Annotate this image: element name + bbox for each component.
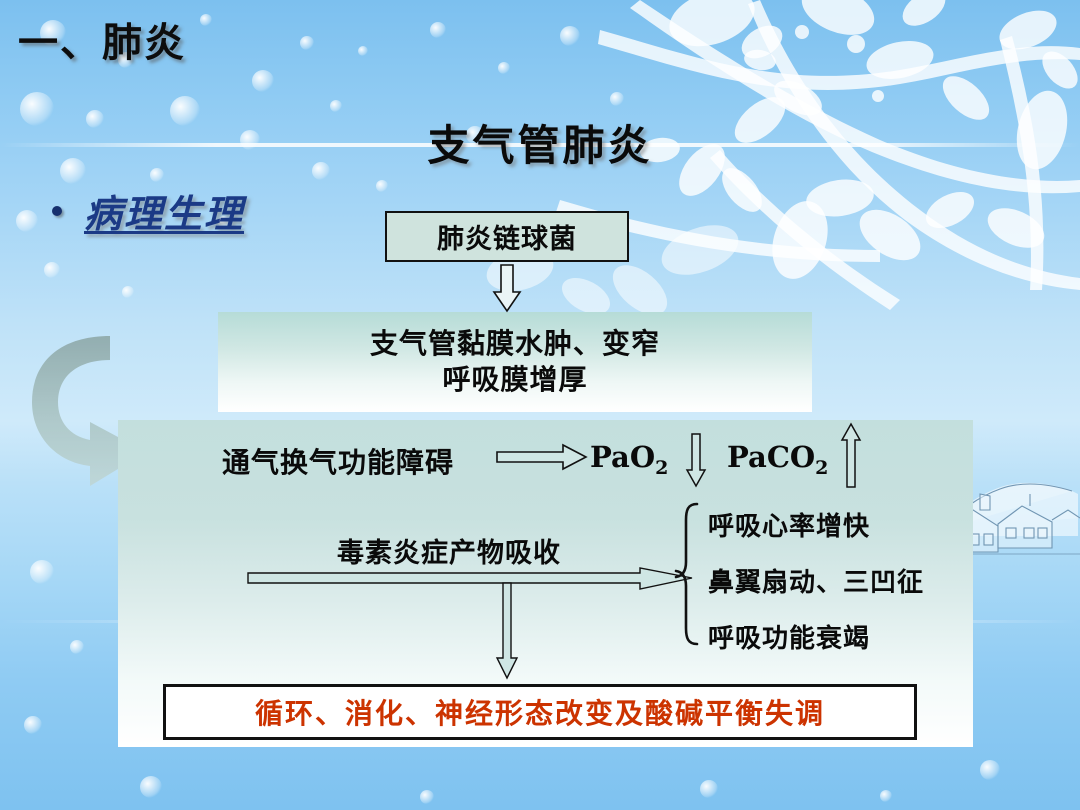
- mucosa-box-line2: 呼吸膜增厚: [442, 363, 588, 396]
- paco2-text: PaCO: [727, 440, 816, 474]
- pao2-label: PaO2: [590, 440, 668, 479]
- paco2-subscript: 2: [815, 456, 829, 479]
- symptom-item: 鼻翼扇动、三凹征: [708, 568, 925, 598]
- pao2-subscript: 2: [655, 456, 669, 479]
- bullet-point-icon: [52, 205, 62, 216]
- gas-exchange-label: 通气换气功能障碍: [222, 446, 455, 479]
- bullet-item-pathophysiology: 病理生理: [52, 183, 244, 238]
- pathogen-box: 肺炎链球菌: [385, 211, 629, 262]
- symptom-item: 呼吸心率增快: [708, 512, 871, 542]
- pao2-text: PaO: [590, 440, 656, 474]
- mucosa-box-line1: 支气管黏膜水肿、变窄: [369, 327, 660, 361]
- hollow-down-arrow-icon: [492, 264, 522, 313]
- bullet-label: 病理生理: [84, 191, 245, 236]
- paco2-label: PaCO2: [727, 440, 828, 479]
- symptom-item: 呼吸功能衰竭: [708, 624, 871, 654]
- outcome-box: 循环、消化、神经形态改变及酸碱平衡失调: [163, 684, 917, 740]
- section-heading: 一、肺炎: [18, 19, 186, 66]
- slide-title: 支气管肺炎: [427, 121, 653, 170]
- mucosa-box: 支气管黏膜水肿、变窄 呼吸膜增厚: [218, 312, 812, 412]
- toxin-absorption-label: 毒素炎症产物吸收: [337, 538, 561, 569]
